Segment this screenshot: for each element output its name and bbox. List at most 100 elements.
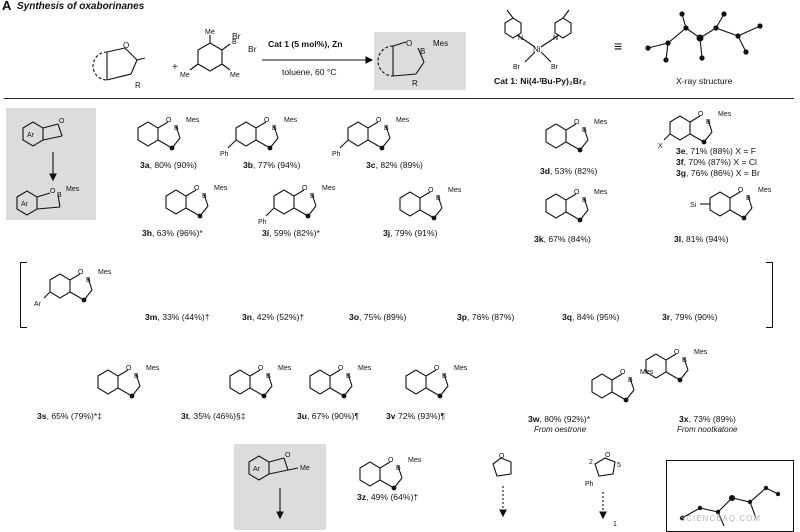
compound-label-3c: 3c, 82% (89%) [366,160,423,170]
svg-text:O: O [388,457,394,464]
scheme-arrow [49,152,57,182]
position-1: 1 [613,521,617,528]
svg-text:Mes: Mes [186,117,200,124]
position-5: 5 [617,462,621,469]
svg-text:B: B [436,195,441,202]
svg-text:O: O [166,117,172,124]
methyl-label: Me [180,72,190,79]
svg-text:O: O [698,111,704,118]
atom-B: B [420,47,425,56]
left-bracket [20,262,27,328]
xray-structure [645,11,763,63]
aryl-label: Ar [21,201,29,208]
svg-text:B: B [706,119,711,126]
methyl-dihydrobenzofuran: Ar O Me [248,452,310,481]
svg-text:O: O [674,349,680,356]
thf-structure: O [492,453,512,518]
mesbbr2-structure: Me B Me Me [180,29,240,79]
bromine-label: Br [513,64,521,71]
compound-label-3e: 3e, 71% (88%) X = F [676,146,757,156]
bromine-label-2: Br [248,44,257,54]
reagent-below: toluene, 60 °C [282,67,337,77]
catalyst-label: Cat 1: Ni(4-ᵗBu-Py)₂Br₂ [494,76,587,86]
bromine-label-1: Br [232,31,241,41]
xray-label: X-ray structure [676,76,733,86]
compound-label-3f: 3f, 70% (87%) X = Cl [676,157,757,167]
svg-text:O: O [78,269,84,276]
compound-label-3v: 3v 72% (93%)¶ [386,411,446,421]
svg-text:O: O [194,185,200,192]
svg-text:O: O [574,119,580,126]
source-oestrone: From oestrone [534,425,587,434]
svg-text:Mes: Mes [146,365,160,372]
xray-structure-2 [679,485,781,527]
svg-text:B: B [272,125,277,132]
watermark: SCIENCEAQ.COM [680,514,762,523]
compound-label-3b: 3b, 77% (94%) [243,160,301,170]
svg-text:Mes: Mes [322,185,336,192]
svg-text:Mes: Mes [448,187,462,194]
svg-text:Mes: Mes [694,349,708,356]
compound-label-3z: 3z, 49% (64%)† [357,492,419,502]
methyl-label: Me [300,465,310,472]
bromine-label: Br [551,64,559,71]
mol-3z: OB Mes [359,457,422,491]
svg-text:O: O [258,365,264,372]
svg-text:B: B [202,193,207,200]
svg-text:B: B [346,373,351,380]
compound-label-3r: 3r, 79% (90%) [662,312,718,322]
svg-text:O: O [376,117,382,124]
atom-N: N [518,35,523,42]
svg-text:B: B [310,193,315,200]
svg-text:B: B [682,357,687,364]
mes-label: Mes [66,186,80,193]
svg-text:Ar: Ar [34,301,42,308]
compound-label-3w: 3w, 80% (92%)* [528,414,591,424]
plus-sign: + [172,62,178,73]
substrate-structure: O R [92,41,146,90]
svg-text:Mes: Mes [758,187,772,194]
position-2: 2 [589,459,593,466]
atom-O: O [605,452,611,459]
svg-text:Mes: Mes [214,185,228,192]
svg-text:Mes: Mes [278,365,292,372]
svg-text:B: B [396,465,401,472]
product-box [374,32,466,90]
compound-label-3i: 3i, 59% (82%)* [262,228,320,238]
mol-3h: OB Mes [165,185,228,219]
compound-label-3s: 3s, 65% (79%)*‡ [37,411,102,421]
panel-title: Synthesis of oxaborinanes [17,1,145,12]
svg-text:Mes: Mes [408,457,422,464]
svg-text:O: O [738,187,744,194]
compound-label-3x: 3x, 73% (89%) [679,414,736,424]
svg-text:O: O [338,365,344,372]
atom-R: R [412,79,418,88]
compound-label-3o: 3o, 75% (89%) [349,312,407,322]
svg-text:Ph: Ph [220,151,229,158]
compound-label-3u: 3u, 67% (90%)¶ [297,411,359,421]
panel-letter: A [2,0,12,13]
product-structure: O B Mes R [377,39,448,88]
mol-3t: OB Mes [229,365,292,399]
svg-text:O: O [302,185,308,192]
svg-text:B: B [266,373,271,380]
svg-text:Mes: Mes [284,117,298,124]
atom-O: O [285,452,291,459]
atom-O: O [50,188,56,195]
svg-text:B: B [628,377,633,384]
compound-label-3j: 3j, 79% (91%) [383,228,438,238]
atom-B: B [57,192,62,199]
compound-label-3h: 3h, 63% (96%)* [142,228,203,238]
svg-text:B: B [442,373,447,380]
atom-O: O [499,453,505,460]
